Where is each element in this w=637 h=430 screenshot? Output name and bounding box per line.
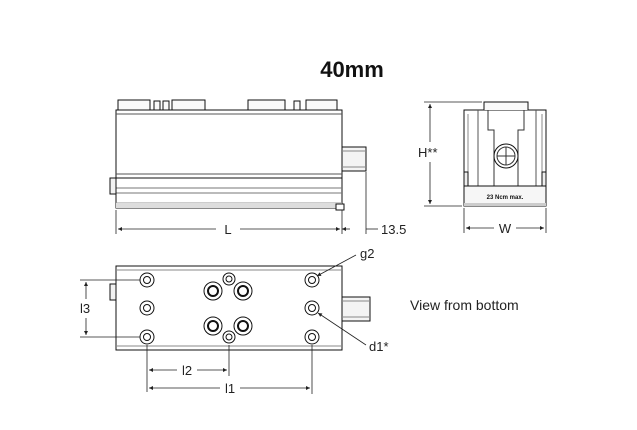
dimension-extension-label: 13.5 xyxy=(381,222,406,237)
dimension-H xyxy=(424,101,482,207)
end-view xyxy=(463,101,547,207)
hole-center-bot-left xyxy=(203,316,223,336)
hole-center-bot-small xyxy=(222,330,236,344)
hole-left-bot xyxy=(139,329,155,345)
leader-g2 xyxy=(316,254,357,277)
dimension-l1-label: l1 xyxy=(225,381,235,396)
hole-center-top-small xyxy=(222,272,236,286)
label-d1: d1* xyxy=(369,339,389,354)
hole-left-mid xyxy=(139,300,155,316)
dimension-l3-label: l3 xyxy=(80,301,90,316)
hole-right-bot xyxy=(304,329,320,345)
dimension-W xyxy=(463,208,547,233)
bottom-view-caption: View from bottom xyxy=(410,297,519,313)
dimension-l2-label: l2 xyxy=(182,363,192,378)
label-g2: g2 xyxy=(360,246,374,261)
dimension-l3 xyxy=(80,279,140,338)
drawing-title: 40mm xyxy=(320,57,384,82)
bottom-view-holes xyxy=(139,272,320,345)
leader-d1 xyxy=(317,312,367,346)
hole-right-mid xyxy=(304,300,320,316)
dimension-L-label: L xyxy=(224,222,231,237)
end-view-marking: 23 Ncm max. xyxy=(487,195,524,201)
hole-center-bot-right xyxy=(233,316,253,336)
dimension-W-label: W xyxy=(499,221,512,236)
hole-center-top-left xyxy=(203,281,223,301)
dimension-H-label: H** xyxy=(418,145,438,160)
dimension-l1 xyxy=(149,345,313,394)
hole-center-top-right xyxy=(233,281,253,301)
hole-left-top xyxy=(139,272,155,288)
dimension-L xyxy=(115,172,378,234)
front-view xyxy=(109,99,367,211)
hole-right-top xyxy=(304,272,320,288)
dimension-l2 xyxy=(146,345,230,392)
